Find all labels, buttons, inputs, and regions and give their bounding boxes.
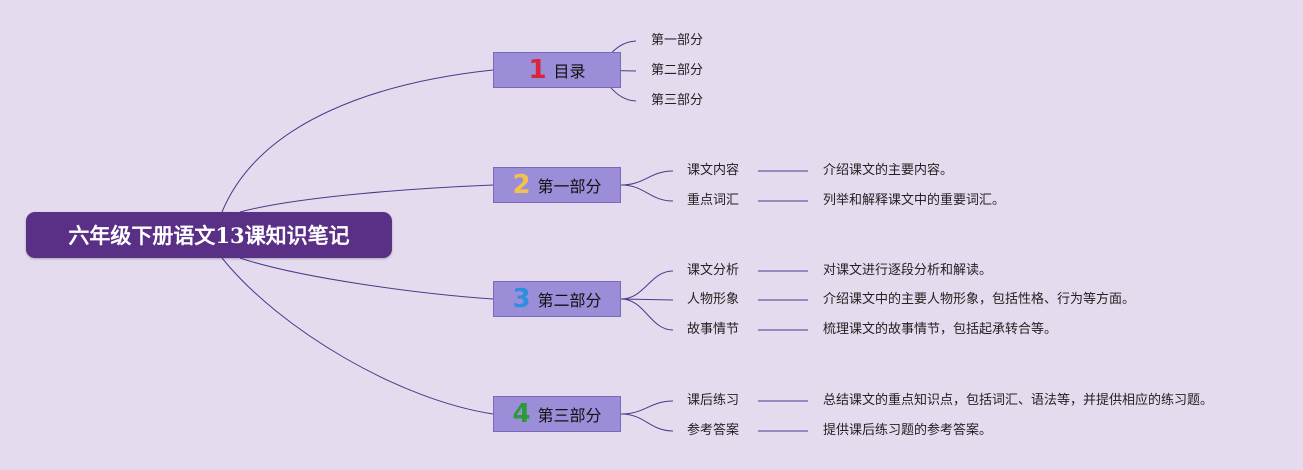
leaf-1-3[interactable]: 第三部分 xyxy=(651,93,704,108)
leaf-3-3[interactable]: 故事情节 xyxy=(687,322,740,337)
connector-b2-c2 xyxy=(620,184,674,202)
connector-b2-c1 xyxy=(620,170,674,186)
detail-3-2[interactable]: 介绍课文中的主要人物形象，包括性格、行为等方面。 xyxy=(823,292,1136,307)
branch-label-4: 第三部分 xyxy=(537,406,602,425)
branch-number-4: 4 xyxy=(512,399,531,429)
leaf-2-2[interactable]: 重点词汇 xyxy=(687,193,740,208)
detail-4-1[interactable]: 总结课文的重点知识点，包括词汇、语法等，并提供相应的练习题。 xyxy=(823,393,1214,408)
root-topic[interactable]: 六年级下册语文13课知识笔记 xyxy=(26,212,392,258)
connector-root-branch-2 xyxy=(239,184,494,213)
connector-b3-c2 xyxy=(620,298,674,301)
branch-label-1: 目录 xyxy=(553,62,586,81)
branch-number-2: 2 xyxy=(512,170,531,200)
leaf-4-1[interactable]: 课后练习 xyxy=(687,393,740,408)
connector-b4-c2 xyxy=(620,413,674,432)
branch-node-3[interactable]: 3 第二部分 xyxy=(493,281,621,317)
detail-2-1[interactable]: 介绍课文的主要内容。 xyxy=(823,163,954,178)
connector-b3-c3 xyxy=(620,298,674,331)
connector-root-branch-3 xyxy=(239,257,494,300)
leaf-3-1[interactable]: 课文分析 xyxy=(687,263,740,278)
leaf-2-1[interactable]: 课文内容 xyxy=(687,163,740,178)
branch-number-3: 3 xyxy=(512,284,531,314)
branch-node-2[interactable]: 2 第一部分 xyxy=(493,167,621,203)
branch-node-1[interactable]: 1 目录 xyxy=(493,52,621,88)
branch-label-2: 第一部分 xyxy=(537,177,602,196)
branch-number-1: 1 xyxy=(528,55,547,85)
branch-label-3: 第二部分 xyxy=(537,291,602,310)
root-title: 六年级下册语文13课知识笔记 xyxy=(68,223,350,248)
leaf-1-1[interactable]: 第一部分 xyxy=(651,33,704,48)
leaf-4-2[interactable]: 参考答案 xyxy=(687,423,740,438)
detail-3-1[interactable]: 对课文进行逐段分析和解读。 xyxy=(823,263,993,278)
connector-root-branch-4 xyxy=(221,257,494,415)
connector-b3-c1 xyxy=(620,270,674,300)
branch-node-4[interactable]: 4 第三部分 xyxy=(493,396,621,432)
detail-3-3[interactable]: 梳理课文的故事情节，包括起承转合等。 xyxy=(823,322,1058,337)
detail-4-2[interactable]: 提供课后练习题的参考答案。 xyxy=(823,423,993,438)
detail-2-2[interactable]: 列举和解释课文中的重要词汇。 xyxy=(823,193,1006,208)
connector-b4-c1 xyxy=(620,400,674,415)
connector-root-branch-1 xyxy=(221,69,494,213)
leaf-1-2[interactable]: 第二部分 xyxy=(651,63,704,78)
leaf-3-2[interactable]: 人物形象 xyxy=(687,292,740,307)
